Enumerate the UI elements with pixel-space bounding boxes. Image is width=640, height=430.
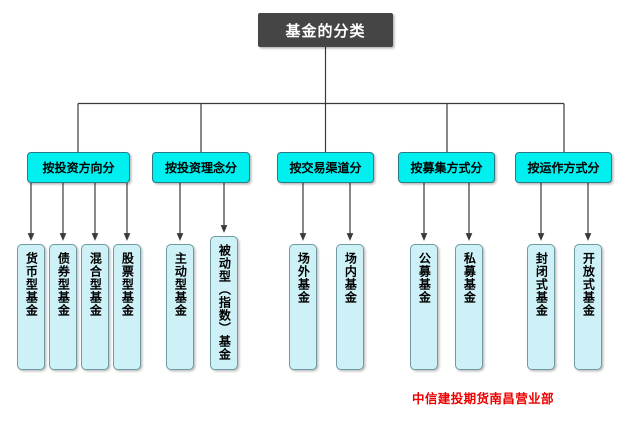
category-box-trading-channel[interactable]: 按交易渠道分 — [277, 152, 374, 183]
leaf-box-hybrid-fund[interactable]: 混合型基金 — [81, 244, 109, 370]
leaf-label: 场内基金 — [343, 252, 358, 304]
leaf-label: 混合型基金 — [88, 252, 103, 317]
watermark-text: 中信建投期货南昌营业部 — [412, 391, 554, 406]
leaf-label: 封闭式基金 — [534, 252, 549, 317]
leaf-label: 场外基金 — [296, 252, 311, 304]
leaf-box-closed-end-fund[interactable]: 封闭式基金 — [527, 244, 555, 370]
category-box-operation-method[interactable]: 按运作方式分 — [515, 152, 612, 183]
leaf-label: 股票型基金 — [120, 252, 135, 317]
leaf-box-public-offering-fund[interactable]: 公募基金 — [410, 244, 438, 370]
leaf-label: 公募基金 — [417, 252, 432, 304]
leaf-box-bond-fund[interactable]: 债券型基金 — [49, 244, 77, 370]
leaf-label: 被动型（指数）基金 — [217, 244, 232, 361]
leaf-box-active-fund[interactable]: 主动型基金 — [166, 244, 194, 370]
leaf-box-open-end-fund[interactable]: 开放式基金 — [574, 244, 602, 370]
category-box-fundraising-method[interactable]: 按募集方式分 — [398, 152, 495, 183]
leaf-label: 货币型基金 — [24, 252, 39, 317]
category-box-investment-philosophy[interactable]: 按投资理念分 — [152, 152, 250, 183]
leaf-label: 债券型基金 — [56, 252, 71, 317]
leaf-box-otc-fund[interactable]: 场外基金 — [289, 244, 317, 370]
leaf-box-private-offering-fund[interactable]: 私募基金 — [455, 244, 483, 370]
leaf-label: 私募基金 — [462, 252, 477, 304]
leaf-label: 主动型基金 — [173, 252, 188, 317]
leaf-box-money-market-fund[interactable]: 货币型基金 — [17, 244, 45, 370]
category-box-investment-direction[interactable]: 按投资方向分 — [27, 152, 130, 183]
leaf-label: 开放式基金 — [581, 252, 596, 317]
leaf-box-exchange-traded-fund[interactable]: 场内基金 — [336, 244, 364, 370]
leaf-box-equity-fund[interactable]: 股票型基金 — [113, 244, 141, 370]
diagram-title: 基金的分类 — [258, 13, 393, 47]
leaf-box-passive-index-fund[interactable]: 被动型（指数）基金 — [210, 236, 238, 370]
